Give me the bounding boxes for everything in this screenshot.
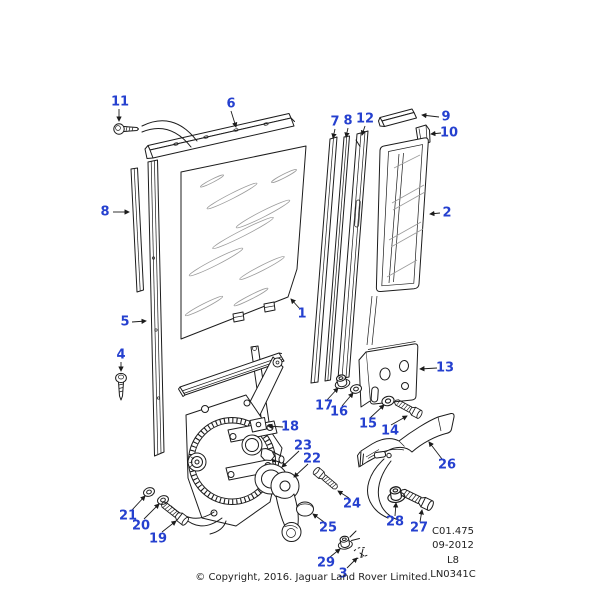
callout-14: 14 [380, 423, 400, 439]
arm-clip-18 [249, 417, 267, 433]
glazing-strip-left [130, 167, 144, 293]
glass-clip [232, 311, 245, 323]
callout-11: 11 [110, 94, 130, 110]
spire-nut-29 [336, 530, 360, 551]
glass-clip [263, 301, 276, 313]
callout-26: 26 [437, 457, 457, 473]
callout-28: 28 [385, 514, 405, 530]
callout-9: 9 [441, 109, 451, 125]
callout-4: 4 [116, 347, 126, 363]
bolt-24 [311, 466, 340, 492]
callout-19: 19 [148, 531, 168, 547]
callout-18: 18 [280, 419, 300, 435]
callout-24: 24 [342, 496, 362, 512]
callout-29: 29 [316, 555, 336, 571]
reference-code-block: C01.475 09-2012 L8 LN0341C [408, 525, 498, 583]
window-regulator [170, 345, 285, 535]
guide-bracket-26 [357, 412, 455, 521]
callout-25: 25 [318, 520, 338, 536]
crank-handle-22 [270, 471, 302, 542]
figure-code: C01.475 [432, 526, 474, 537]
glass-reflections [184, 169, 297, 317]
mounting-bracket-13 [358, 341, 419, 408]
figure-rev: L8 [447, 554, 459, 566]
callout-23: 23 [293, 438, 313, 454]
callout-8: 8 [100, 204, 110, 220]
top-rail [144, 113, 295, 159]
clip-3 [353, 546, 369, 560]
door-glass [180, 145, 307, 340]
sliding-pane-frame [375, 137, 429, 293]
lift-channel-bar [178, 352, 285, 397]
copyright-notice: © Copyright, 2016. Jaguar Land Rover Lim… [195, 572, 431, 583]
callout-16: 16 [329, 404, 349, 420]
callout-20: 20 [131, 518, 151, 534]
rail-screw-guide-curves [141, 120, 198, 148]
spindle-cap-25 [296, 501, 314, 517]
callout-3: 3 [338, 566, 348, 582]
rivet-boss [187, 452, 207, 472]
callout-17: 17 [314, 398, 334, 414]
callout-27: 27 [409, 520, 429, 536]
figure-date: 09-2012 [432, 540, 474, 552]
callout-13: 13 [435, 360, 455, 376]
screw-11 [113, 123, 139, 135]
callout-8: 8 [343, 113, 353, 129]
callout-21: 21 [118, 508, 138, 524]
cap-strip-9 [378, 108, 417, 127]
callout-6: 6 [226, 96, 236, 112]
glass-run-channel [147, 159, 165, 457]
callout-7: 7 [330, 114, 340, 130]
callout-12: 12 [355, 111, 375, 127]
callout-1: 1 [297, 306, 307, 322]
screw-4 [115, 372, 127, 401]
callout-15: 15 [358, 416, 378, 432]
figure-ref: LN0341C [430, 569, 476, 581]
leader-lines [113, 109, 443, 569]
callout-5: 5 [120, 314, 130, 330]
callout-2: 2 [442, 205, 452, 221]
callout-22: 22 [302, 451, 322, 467]
flanged-nut-28 [385, 485, 407, 505]
callout-10: 10 [439, 125, 459, 141]
pane-reflections [386, 154, 426, 278]
spindle-boss [241, 434, 285, 464]
